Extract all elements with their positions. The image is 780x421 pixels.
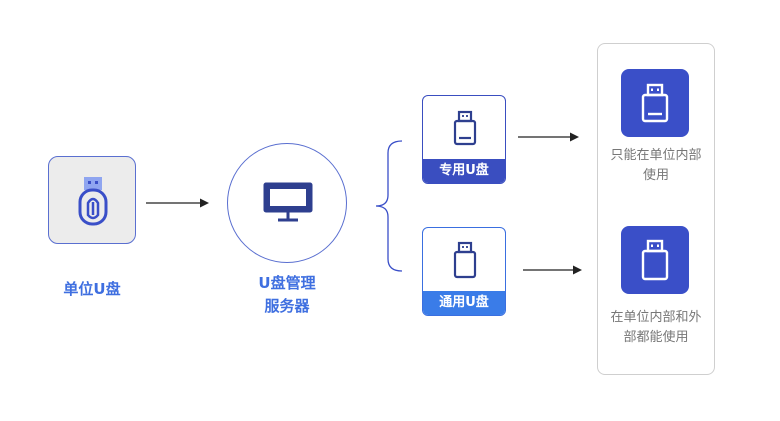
dedicated-usb-label: 专用U盘 — [423, 159, 505, 183]
card-icon-area — [423, 96, 505, 159]
result-tile-internal — [621, 69, 689, 137]
monitor-icon — [263, 182, 313, 222]
server-label-line2: 服务器 — [264, 297, 310, 315]
dedicated-usb-card: 专用U盘 — [422, 95, 506, 184]
unit-usb-label: 单位U盘 — [63, 280, 121, 298]
result-line: 只能在单位内部 — [610, 148, 702, 163]
arrow-right-icon — [523, 265, 582, 275]
general-usb-label: 通用U盘 — [423, 291, 505, 315]
usb-drive-icon — [641, 83, 669, 123]
result-tile-external — [621, 226, 689, 294]
result-text-internal: 只能在单位内部 使用 — [597, 146, 715, 186]
arrow-right-icon — [146, 198, 209, 208]
server-label: U盘管理 服务器 — [237, 272, 337, 318]
result-line: 部都能使用 — [623, 330, 689, 345]
card-icon-area — [423, 228, 505, 291]
server-label-line1: U盘管理 — [258, 274, 316, 292]
result-text-external: 在单位内部和外 部都能使用 — [597, 308, 715, 348]
result-line: 在单位内部和外 — [610, 310, 702, 325]
result-line: 使用 — [642, 168, 669, 183]
server-node — [227, 143, 347, 263]
brace-connector — [375, 140, 403, 272]
usb-drive-icon — [641, 239, 669, 281]
arrow-right-icon — [518, 132, 579, 142]
usb-drive-icon — [453, 110, 477, 146]
usb-drive-icon — [78, 177, 108, 226]
general-usb-card: 通用U盘 — [422, 227, 506, 316]
unit-usb-box — [48, 156, 136, 244]
usb-drive-icon — [453, 241, 477, 279]
